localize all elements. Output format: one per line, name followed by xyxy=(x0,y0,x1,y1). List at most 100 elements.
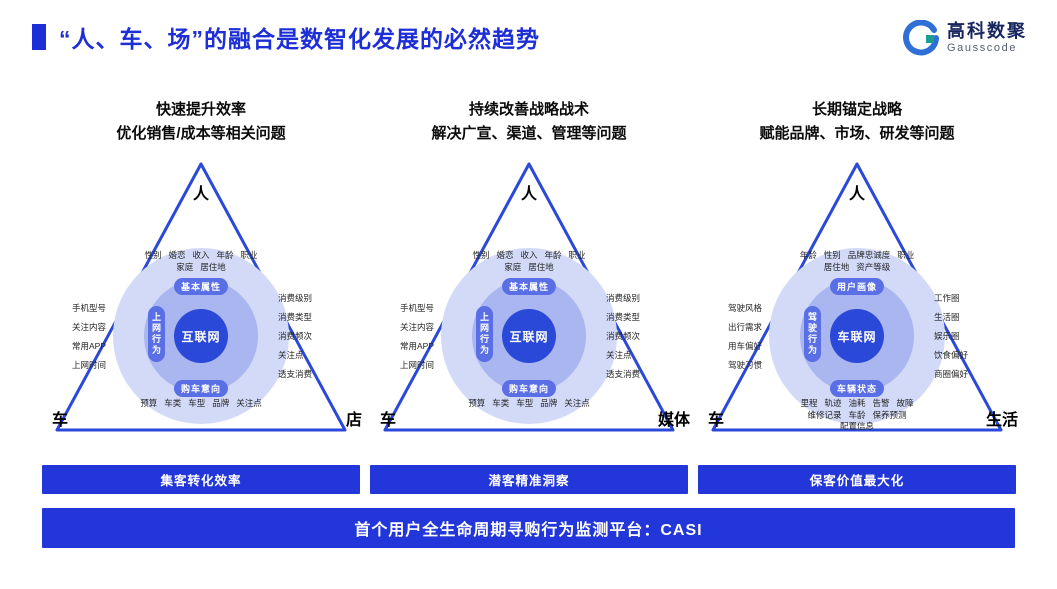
vertex-label-people: 人 xyxy=(848,186,866,203)
attribute-label: 消费类型 xyxy=(606,312,641,322)
attribute-label: 车类 xyxy=(492,398,510,408)
ring-label-bottom: 购车意向 xyxy=(501,380,557,397)
attribute-label: 品牌 xyxy=(212,398,230,408)
attribute-cluster-top: 性别婚恋收入年龄职业家庭居住地 xyxy=(138,250,264,272)
heading-line-2: 优化销售/成本等相关问题 xyxy=(116,125,286,142)
heading-line-1: 快速提升效率 xyxy=(155,101,246,118)
attribute-label: 职业 xyxy=(897,250,915,260)
attribute-label: 上网时间 xyxy=(72,360,107,370)
attribute-cluster-right: 消费级别消费类型消费频次关注点透支消费 xyxy=(278,292,312,380)
ring-label-top: 用户画像 xyxy=(829,278,885,295)
ring-label-left: 驾驶行为 xyxy=(804,306,821,362)
column-brand: 长期锚定战略 赋能品牌、市场、研发等问题 年龄性别品牌忠诚度职业居住地资产等级 … xyxy=(698,98,1018,494)
attribute-label: 关注点 xyxy=(278,350,304,360)
ring-label-top: 基本属性 xyxy=(501,278,557,295)
title-accent-bar xyxy=(32,24,46,50)
attribute-label: 里程 xyxy=(800,398,818,408)
attribute-label: 配置信息 xyxy=(839,421,874,432)
triangle-diagram-life: 年龄性别品牌忠诚度职业居住地资产等级 驾驶风格出行需求用车偏好驾驶习惯 工作圈生… xyxy=(698,156,1018,456)
column-banner: 保客价值最大化 xyxy=(698,465,1016,494)
center-circle-label: 互联网 xyxy=(174,309,228,363)
attribute-label: 生活圈 xyxy=(934,312,960,322)
attribute-cluster-top: 性别婚恋收入年龄职业家庭居住地 xyxy=(466,250,592,272)
attribute-label: 婚恋 xyxy=(168,250,186,260)
attribute-label: 居住地 xyxy=(200,261,226,272)
attribute-label: 品牌忠诚度 xyxy=(847,250,891,260)
diagram-columns: 快速提升效率 优化销售/成本等相关问题 性别婚恋收入年龄职业家庭居住地 手机型号… xyxy=(0,98,1057,494)
attribute-label: 关注点 xyxy=(564,398,590,408)
column-heading: 快速提升效率 优化销售/成本等相关问题 xyxy=(116,98,285,146)
vertex-label-people: 人 xyxy=(192,186,210,203)
vertex-label-car: 车 xyxy=(52,412,69,429)
column-strategy: 持续改善战略战术 解决广宣、渠道、管理等问题 性别婚恋收入年龄职业家庭居住地 手… xyxy=(370,98,690,494)
attribute-label: 职业 xyxy=(568,250,586,260)
attribute-label: 性别 xyxy=(823,250,841,260)
heading-line-2: 赋能品牌、市场、研发等问题 xyxy=(759,125,955,142)
column-efficiency: 快速提升效率 优化销售/成本等相关问题 性别婚恋收入年龄职业家庭居住地 手机型号… xyxy=(42,98,362,494)
attribute-cluster-left: 驾驶风格出行需求用车偏好驾驶习惯 xyxy=(728,302,762,371)
logo-name-cn: 高科数聚 xyxy=(947,20,1027,41)
gausscode-logo-icon xyxy=(903,20,939,56)
center-circle-label: 车联网 xyxy=(830,309,884,363)
vertex-label-car: 车 xyxy=(708,412,725,429)
attribute-label: 年龄 xyxy=(544,250,562,260)
attribute-label: 常用APP xyxy=(400,341,435,351)
attribute-label: 透支消费 xyxy=(606,369,641,379)
ring-label-top: 基本属性 xyxy=(173,278,229,295)
attribute-label: 告警 xyxy=(872,398,890,408)
attribute-label: 油耗 xyxy=(848,398,866,408)
attribute-label: 性别 xyxy=(144,250,162,260)
vertex-label-people: 人 xyxy=(520,186,538,203)
heading-line-2: 解决广宣、渠道、管理等问题 xyxy=(431,125,627,142)
heading-line-1: 长期锚定战略 xyxy=(811,101,902,118)
logo-name-en: Gausscode xyxy=(947,42,1018,55)
attribute-label: 车型 xyxy=(516,398,534,408)
attribute-cluster-bottom: 里程轨迹油耗告警故障维修记录车龄保养预测配置信息 xyxy=(793,398,921,432)
ring-label-left: 上网行为 xyxy=(476,306,493,362)
attribute-label: 收入 xyxy=(520,250,538,260)
attribute-label: 用车偏好 xyxy=(728,341,763,351)
attribute-label: 手机型号 xyxy=(72,303,107,313)
page-title: “人、车、场”的融合是数智化发展的必然趋势 xyxy=(59,26,540,52)
attribute-label: 手机型号 xyxy=(400,303,435,313)
attribute-label: 保养预测 xyxy=(872,409,907,420)
attribute-label: 年龄 xyxy=(799,250,817,260)
attribute-label: 家庭 xyxy=(504,261,522,272)
slide-header: “人、车、场”的融合是数智化发展的必然趋势 高科数聚 Gausscode xyxy=(0,0,1057,56)
attribute-label: 出行需求 xyxy=(728,322,763,332)
attribute-cluster-bottom: 预算车类车型品牌关注点 xyxy=(137,398,265,409)
attribute-label: 上网时间 xyxy=(400,360,435,370)
attribute-cluster-right: 消费级别消费类型消费频次关注点透支消费 xyxy=(606,292,640,380)
attribute-label: 职业 xyxy=(240,250,258,260)
attribute-label: 驾驶习惯 xyxy=(728,360,763,370)
attribute-label: 车型 xyxy=(188,398,206,408)
attribute-label: 车类 xyxy=(164,398,182,408)
attribute-label: 工作圈 xyxy=(934,293,960,303)
platform-banner: 首个用户全生命周期寻购行为监测平台：CASI xyxy=(42,508,1015,548)
attribute-label: 居住地 xyxy=(823,261,850,272)
attribute-label: 预算 xyxy=(468,398,486,408)
attribute-label: 轨迹 xyxy=(824,398,842,408)
attribute-label: 年龄 xyxy=(216,250,234,260)
vertex-label-life: 生活 xyxy=(985,412,1018,429)
attribute-label: 消费级别 xyxy=(606,293,641,303)
attribute-cluster-right: 工作圈生活圈娱乐圈饮食偏好商圈偏好 xyxy=(934,292,968,380)
attribute-label: 家庭 xyxy=(176,261,194,272)
attribute-label: 性别 xyxy=(472,250,490,260)
heading-line-1: 持续改善战略战术 xyxy=(468,101,589,118)
attribute-cluster-bottom: 预算车类车型品牌关注点 xyxy=(465,398,593,409)
attribute-label: 关注点 xyxy=(236,398,262,408)
attribute-label: 维修记录 xyxy=(807,409,842,420)
company-logo: 高科数聚 Gausscode xyxy=(903,20,1027,56)
attribute-label: 婚恋 xyxy=(496,250,514,260)
logo-text: 高科数聚 Gausscode xyxy=(947,21,1027,56)
title-block: “人、车、场”的融合是数智化发展的必然趋势 xyxy=(32,20,540,54)
attribute-label: 品牌 xyxy=(540,398,558,408)
column-heading: 持续改善战略战术 解决广宣、渠道、管理等问题 xyxy=(431,98,626,146)
attribute-label: 关注内容 xyxy=(72,322,107,332)
